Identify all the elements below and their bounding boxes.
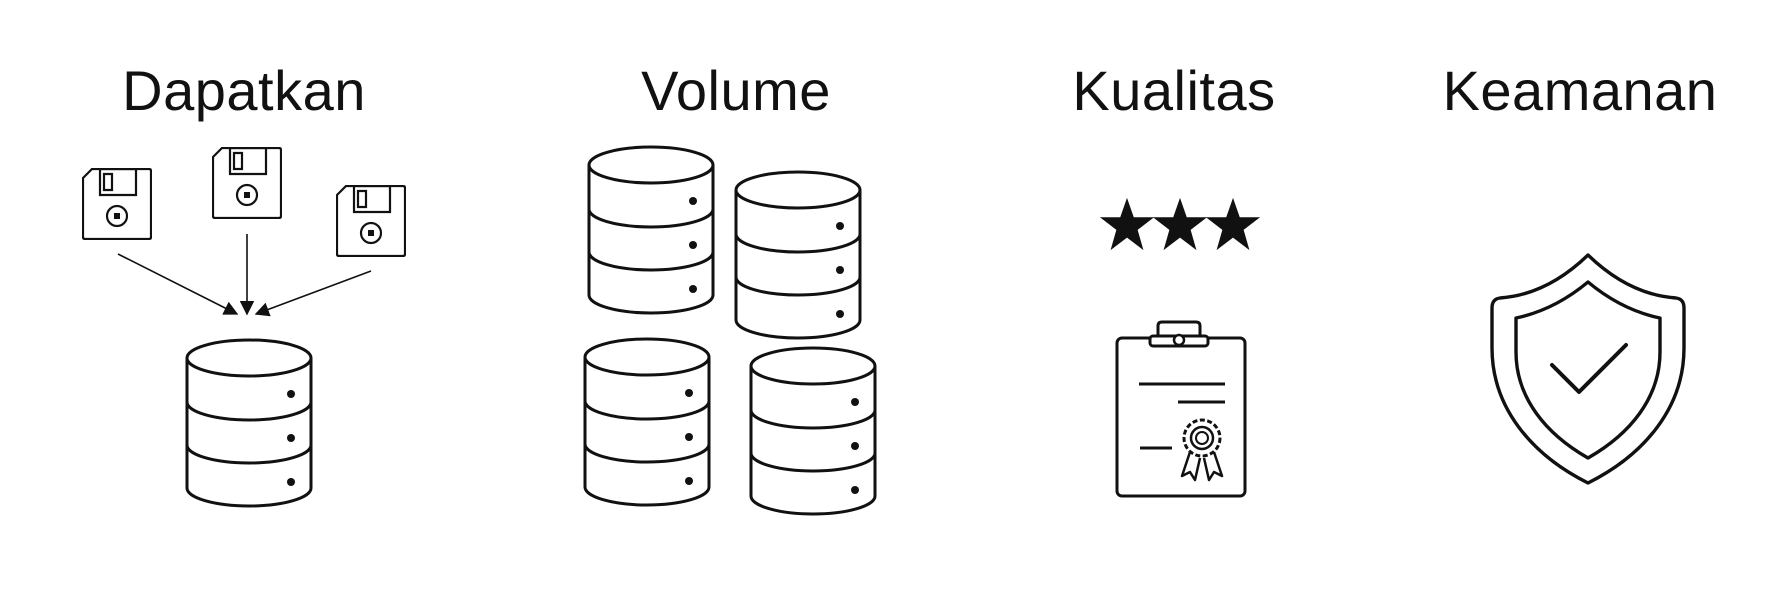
title-dapatkan: Dapatkan — [122, 59, 366, 122]
floppy-disk-icon — [336, 185, 406, 257]
floppy-disk-icon — [82, 168, 152, 240]
database-icon — [587, 145, 715, 315]
database-icon — [734, 170, 862, 340]
floppy-disk-icon — [212, 147, 282, 219]
title-kualitas: Kualitas — [1072, 59, 1276, 122]
star-icon — [1152, 197, 1208, 251]
database-icon — [185, 338, 313, 508]
title-volume: Volume — [641, 59, 831, 122]
certificate-clipboard-icon — [1117, 322, 1245, 496]
star-icon — [1099, 197, 1155, 251]
award-seal-icon — [1182, 420, 1222, 480]
rating-stars — [1099, 197, 1261, 251]
volume-panel — [583, 145, 877, 516]
arrow-icon — [254, 271, 371, 317]
database-icon — [749, 346, 877, 516]
shield-check-icon — [1492, 255, 1684, 483]
arrow-icon — [118, 254, 239, 314]
title-keamanan: Keamanan — [1442, 59, 1718, 122]
database-icon — [583, 337, 711, 507]
star-icon — [1205, 197, 1261, 251]
dapatkan-panel — [82, 147, 406, 508]
kualitas-panel — [1099, 197, 1261, 496]
